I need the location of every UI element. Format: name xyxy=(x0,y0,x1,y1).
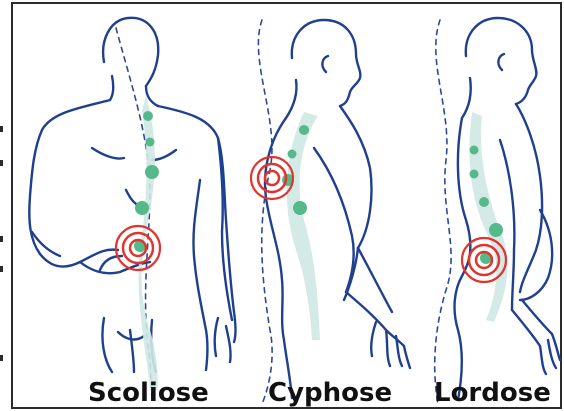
kyphosis-dashed-line xyxy=(258,20,272,404)
vertebra-dot xyxy=(470,146,479,155)
scoliosis-shoulder-blade xyxy=(92,148,176,160)
lordosis-head xyxy=(466,18,537,104)
lordosis-chest xyxy=(516,104,542,292)
kyphosis-caption: Cyphose xyxy=(268,378,392,408)
scoliosis-figure xyxy=(29,18,235,400)
lordosis-forearm xyxy=(512,300,552,346)
kyphosis-ear xyxy=(322,56,328,72)
vertebra-dot xyxy=(288,150,297,159)
lordosis-caption: Lordose xyxy=(434,378,551,408)
vertebra-dot xyxy=(145,165,159,179)
kyphosis-figure xyxy=(258,20,410,404)
vertebra-dot xyxy=(299,125,309,135)
lordosis-belly xyxy=(520,210,552,300)
kyphosis-spine-shade xyxy=(287,112,320,340)
kyphosis-hand xyxy=(371,322,410,368)
scoliosis-right-side xyxy=(158,106,236,342)
scoliosis-waist xyxy=(193,180,207,370)
vertebra-dot xyxy=(143,111,153,121)
kyphosis-pain-indicator xyxy=(251,157,293,199)
lordosis-hand xyxy=(540,334,560,374)
lordosis-neck-back xyxy=(462,78,471,118)
vertebra-dot xyxy=(293,201,307,215)
kyphosis-chest xyxy=(340,106,372,248)
kyphosis-arm xyxy=(314,148,392,312)
vertebra-dot xyxy=(479,197,489,207)
lordosis-dashed-line xyxy=(435,20,451,404)
vertebra-dot xyxy=(135,201,149,215)
scoliosis-left-side xyxy=(29,100,110,254)
kyphosis-head xyxy=(292,20,361,106)
vertebra-dot xyxy=(146,138,155,147)
kyphosis-neck-back xyxy=(286,80,297,118)
vertebra-dot xyxy=(470,170,479,179)
vertebra-dot xyxy=(489,223,503,237)
lordosis-figure xyxy=(435,18,560,404)
kyphosis-back xyxy=(265,118,292,398)
scoliosis-caption: Scoliose xyxy=(88,378,209,408)
lordosis-ear xyxy=(498,54,504,70)
